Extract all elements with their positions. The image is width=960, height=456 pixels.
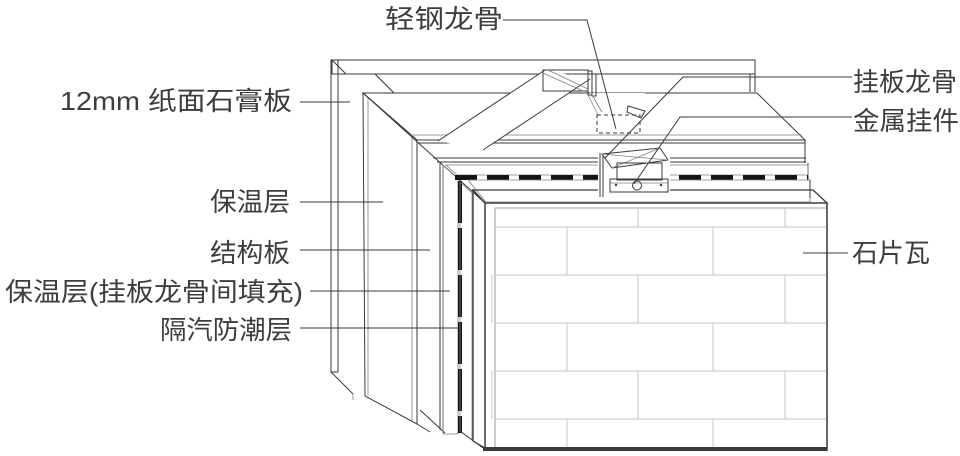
label-infill-insulation: 保温层(挂板龙骨间填充) [5, 277, 303, 307]
label-stone-slate: 石片瓦 [852, 238, 930, 268]
label-metal-hanger: 金属挂件 [853, 106, 959, 136]
label-cladding-keel: 挂板龙骨 [853, 67, 957, 97]
slate-bottom-edge [483, 447, 827, 451]
corner-miter-line [362, 92, 486, 204]
layer-stone-slate [471, 188, 829, 451]
leader-lines [300, 19, 852, 329]
leader-light-steel-keel [503, 19, 617, 130]
slate-mortar-joints [491, 208, 827, 447]
label-structural-board: 结构板 [210, 238, 290, 268]
hanger-plate [609, 178, 669, 193]
keel-hidden-outline [596, 114, 641, 134]
leader-cladding-keel [604, 76, 852, 159]
detail-light-steel-keel [437, 69, 646, 151]
label-gypsum-board: 12mm 纸面石膏板 [60, 86, 292, 116]
label-insulation: 保温层 [210, 187, 290, 217]
layer-batten-cavity [459, 179, 811, 449]
layer-stud-cavity [374, 73, 395, 94]
detail-cladding-keel-hanger [598, 147, 670, 197]
label-vapor-barrier: 隔汽防潮层 [160, 315, 292, 345]
leader-metal-hanger [633, 116, 852, 185]
label-light-steel-keel: 轻钢龙骨 [385, 4, 503, 34]
hanger-bolt [632, 180, 642, 191]
labels: 轻钢龙骨 12mm 纸面石膏板 保温层 结构板 保温层(挂板龙骨间填充) 隔汽防… [5, 4, 959, 345]
